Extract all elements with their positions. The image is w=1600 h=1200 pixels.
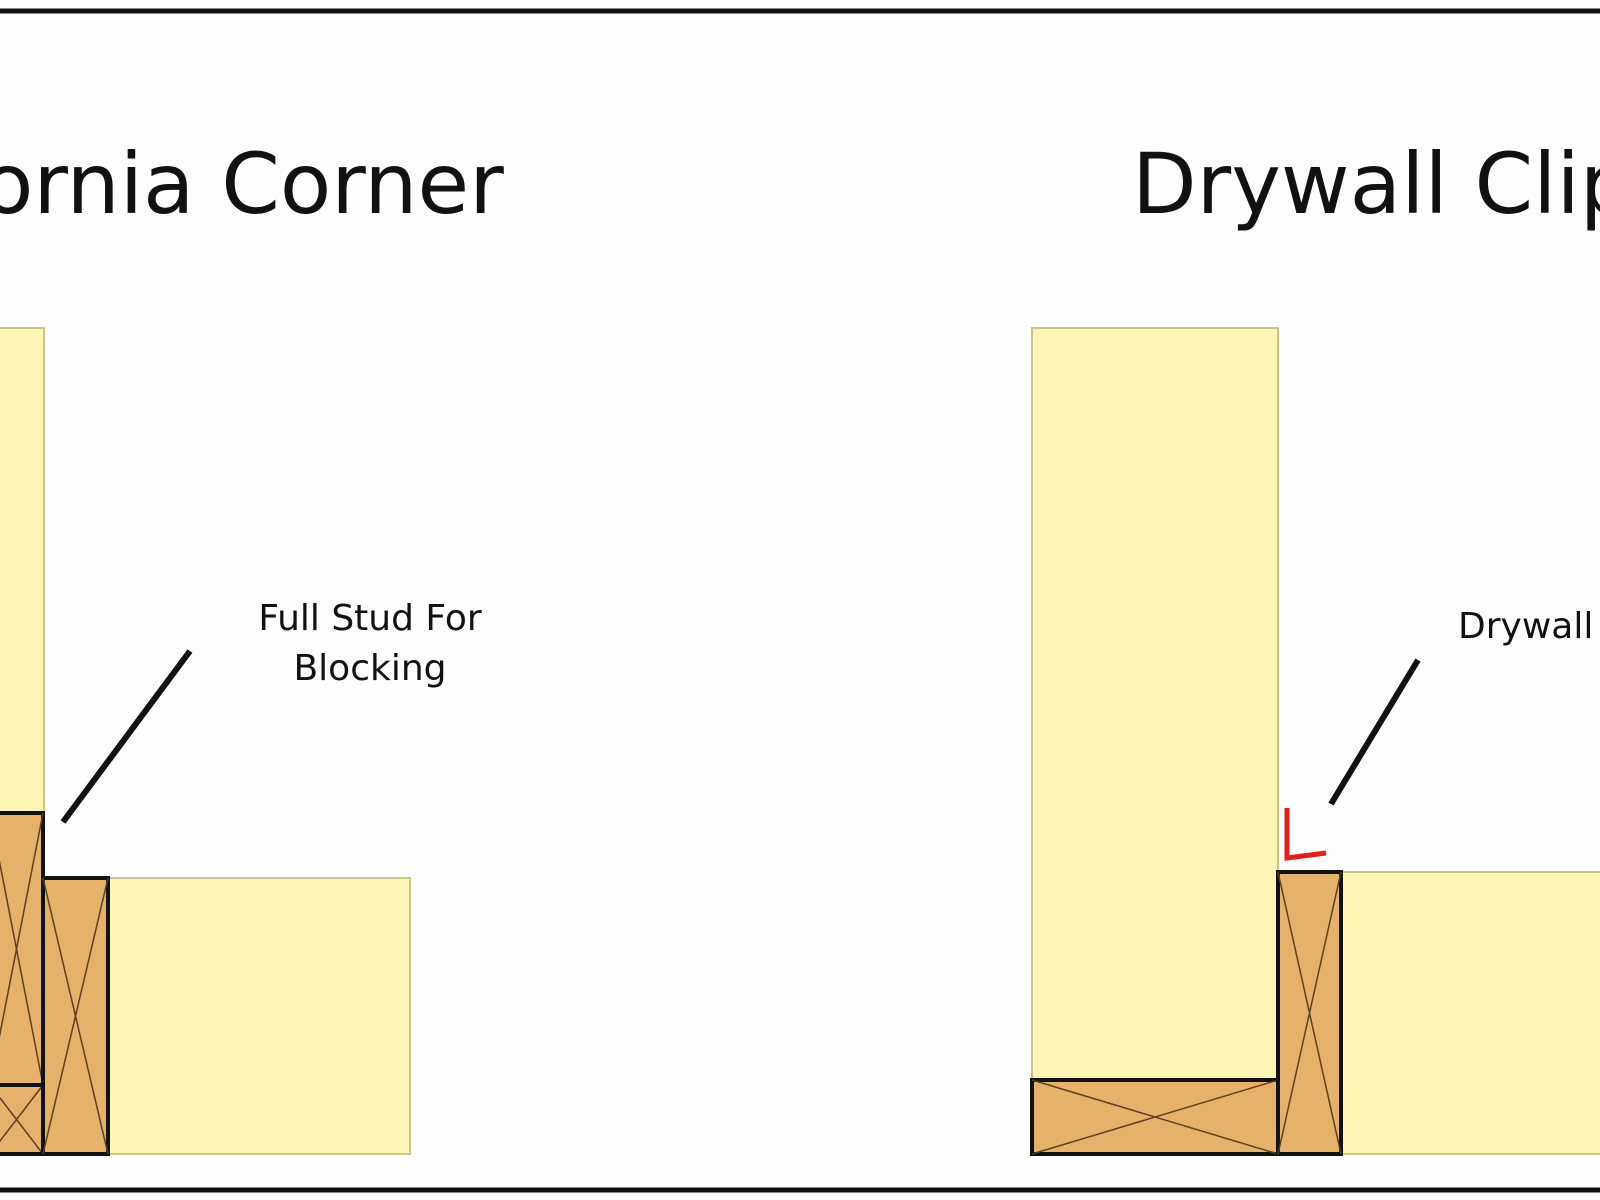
- california-corner-title: ornia Corner: [0, 135, 504, 233]
- drywall-clip: [1284, 808, 1327, 861]
- drywall-clip-callout-label: Drywall: [1458, 606, 1594, 647]
- drywall-clip-title: Drywall Clip: [1132, 135, 1600, 233]
- california-corner-detail: [0, 327, 411, 1156]
- vertical-drywall-panel: [0, 327, 45, 814]
- single-stud: [1276, 870, 1343, 1156]
- blocking-leader-line: [60, 649, 193, 824]
- clip-leader-line: [1328, 658, 1421, 806]
- full-stud-callout-label: Full Stud For Blocking: [230, 594, 510, 694]
- bottom-plate: [1030, 1078, 1280, 1156]
- corner-stud: [0, 811, 45, 1087]
- callout-line-1: Full Stud For: [258, 598, 482, 639]
- full-stud-for-blocking: [41, 876, 110, 1156]
- vertical-drywall-panel-right: [1031, 327, 1279, 1081]
- horizontal-drywall-panel: [107, 877, 411, 1155]
- drywall-clip-detail: [1030, 327, 1600, 1156]
- bottom-block: [0, 1083, 45, 1156]
- callout-line-2: Blocking: [293, 648, 447, 689]
- horizontal-drywall-panel-right: [1340, 871, 1600, 1155]
